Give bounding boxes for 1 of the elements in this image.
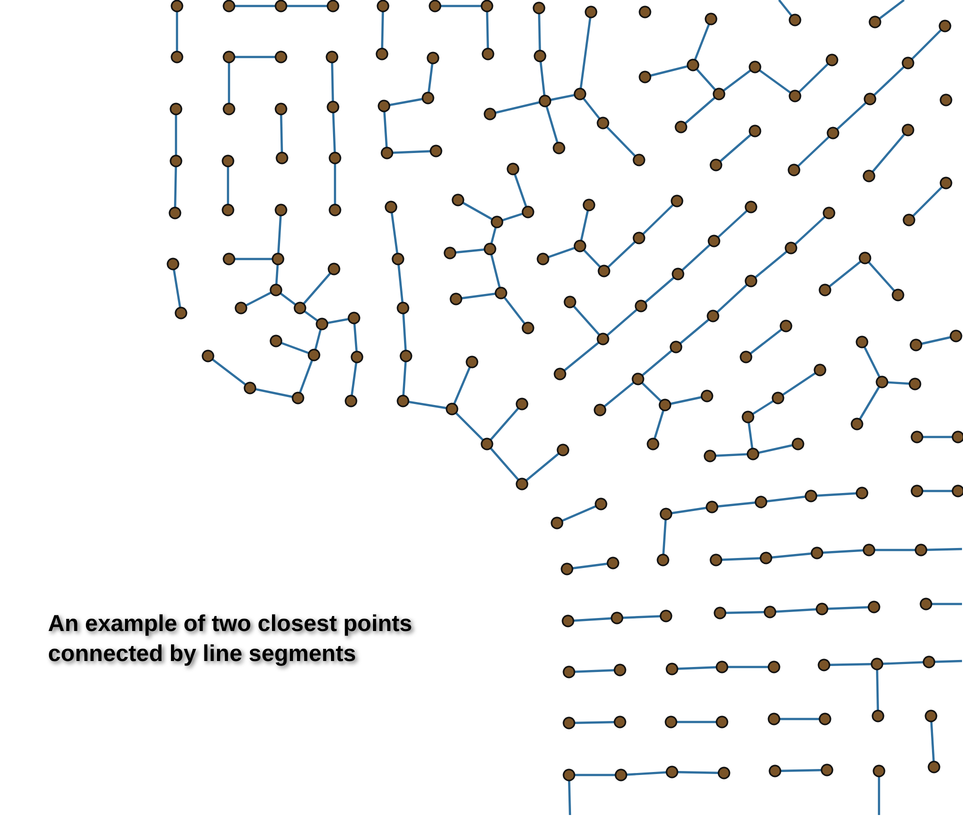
- caption: An example of two closest points connected by line segments: [48, 609, 414, 668]
